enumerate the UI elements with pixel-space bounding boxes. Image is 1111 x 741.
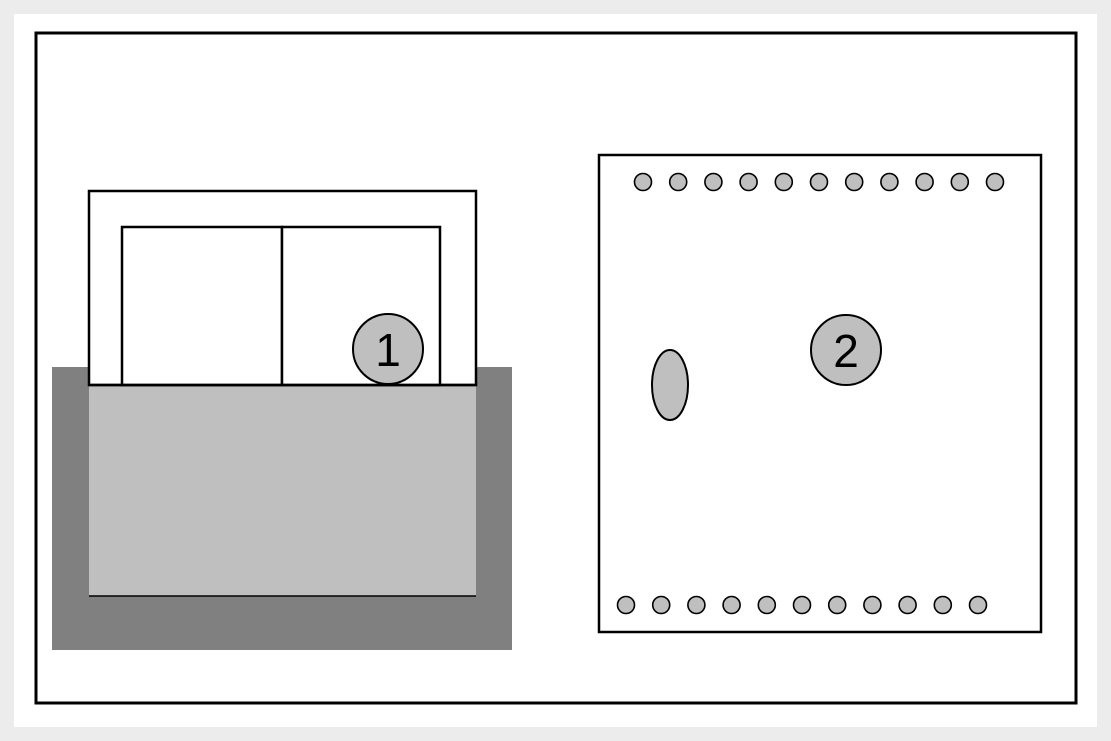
callout-2-label: 2 <box>833 325 859 377</box>
top-hole <box>668 172 688 192</box>
top-hole <box>950 172 970 192</box>
bottom-hole <box>722 595 741 615</box>
top-hole <box>985 172 1005 192</box>
top-hole <box>704 172 723 192</box>
callout-2-circle <box>810 314 882 386</box>
top-hole <box>774 172 794 192</box>
top-hole <box>915 172 934 192</box>
inner-left-compartment <box>120 225 284 387</box>
top-hole <box>739 172 758 192</box>
right-panel: 2 <box>597 153 1043 634</box>
bottom-hole <box>968 595 988 615</box>
bottom-hole <box>792 595 812 615</box>
bottom-hole <box>933 595 953 615</box>
callout-1-label: 1 <box>375 324 401 376</box>
left-assembly: 1 <box>52 189 512 650</box>
bottom-hole <box>863 595 882 615</box>
callout-marker-2: 2 <box>810 314 882 386</box>
callout-marker-1: 1 <box>352 313 424 385</box>
outer-frame <box>34 31 1078 705</box>
oval-marker <box>651 349 689 421</box>
bottom-hole-row <box>616 595 988 615</box>
bottom-hole <box>616 595 636 615</box>
base-light-block <box>89 385 476 596</box>
top-hole-row <box>633 172 1005 192</box>
bottom-hole <box>687 595 706 615</box>
callout-1-circle <box>352 313 424 385</box>
bottom-hole <box>757 595 777 615</box>
top-hole <box>844 172 864 192</box>
bottom-hole <box>827 595 847 615</box>
bottom-hole <box>651 595 671 615</box>
top-hole <box>880 172 899 192</box>
bottom-hole <box>898 595 917 615</box>
top-hole <box>633 172 653 192</box>
top-hole <box>809 172 829 192</box>
